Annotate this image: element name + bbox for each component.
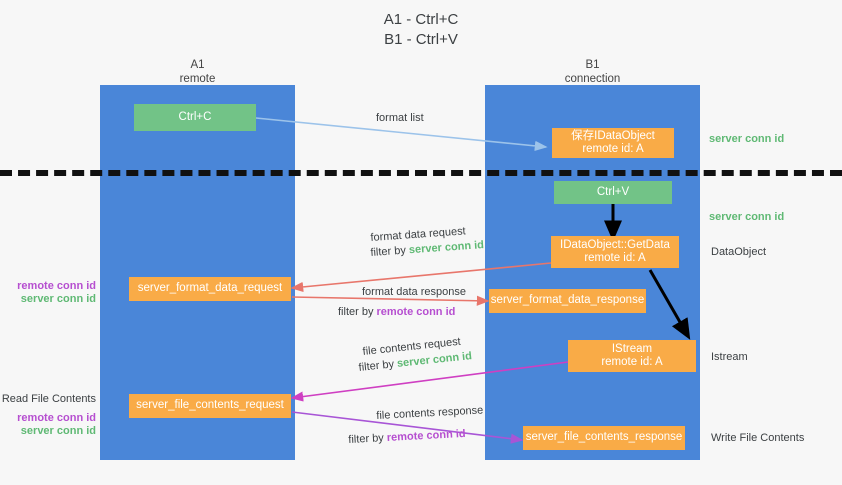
label-format-data-response-filter-prefix: filter by bbox=[338, 306, 377, 318]
box-server-format-data-request[interactable]: server_format_data_request bbox=[129, 277, 291, 301]
lane-a1-sub: remote bbox=[179, 73, 216, 85]
box-istream[interactable]: IStream remote id: A bbox=[568, 340, 696, 372]
label-format-data-response-filter: filter by remote conn id bbox=[338, 305, 455, 319]
box-idataobject-line-2: remote id: A bbox=[582, 143, 644, 155]
label-left-mid-remote-conn-id: remote conn id bbox=[17, 280, 96, 292]
box-server-file-contents-response[interactable]: server_file_contents_response bbox=[523, 426, 685, 450]
label-file-contents-response-filter: filter by remote conn id bbox=[348, 427, 466, 447]
label-right-server-conn-id-top: server conn id bbox=[709, 133, 785, 145]
box-idataobject-line-1: 保存IDataObject bbox=[571, 129, 655, 142]
box-server-format-data-response-label: server_format_data_response bbox=[490, 294, 645, 307]
box-ctrl-v[interactable]: Ctrl+V bbox=[554, 181, 672, 204]
label-file-contents-response-filter-value: remote conn id bbox=[386, 427, 466, 444]
label-right-write-file-contents: Write File Contents bbox=[711, 432, 805, 444]
label-read-file-contents: Read File Contents bbox=[1, 393, 96, 405]
box-istream-line-2: remote id: A bbox=[601, 356, 663, 368]
box-server-format-data-request-label: server_format_data_request bbox=[137, 282, 283, 295]
label-format-list: format list bbox=[376, 112, 424, 124]
lane-b1-name: B1 bbox=[585, 59, 600, 71]
box-server-file-contents-request[interactable]: server_file_contents_request bbox=[129, 394, 291, 418]
box-istream-line-1: IStream bbox=[611, 342, 653, 355]
label-left-low-server-conn-id: server conn id bbox=[20, 425, 96, 437]
box-idataobject[interactable]: 保存IDataObject remote id: A bbox=[552, 128, 674, 158]
box-server-file-contents-response-label: server_file_contents_response bbox=[525, 431, 683, 444]
title-line-1: A1 - Ctrl+C bbox=[383, 11, 459, 28]
box-ctrl-c[interactable]: Ctrl+C bbox=[134, 104, 256, 131]
box-getdata-line-1: IDataObject::GetData bbox=[560, 238, 670, 251]
label-format-data-response: format data response bbox=[362, 286, 466, 298]
title-line-2: B1 - Ctrl+V bbox=[384, 31, 458, 48]
box-getdata[interactable]: IDataObject::GetData remote id: A bbox=[551, 236, 679, 268]
label-right-istream: Istream bbox=[711, 351, 748, 363]
lane-header-b1: B1 connection bbox=[485, 58, 700, 86]
label-format-data-request-filter-prefix: filter by bbox=[370, 244, 410, 259]
box-ctrl-v-label: Ctrl+V bbox=[596, 185, 630, 198]
lane-header-a1: A1 remote bbox=[100, 58, 295, 86]
label-file-contents-request-filter-prefix: filter by bbox=[358, 357, 398, 374]
label-format-data-response-filter-value: remote conn id bbox=[376, 306, 456, 318]
section-divider bbox=[0, 170, 842, 176]
page-title: A1 - Ctrl+C B1 - Ctrl+V bbox=[0, 10, 842, 50]
label-file-contents-response: file contents response bbox=[376, 404, 484, 422]
label-format-data-request-filter-value: server conn id bbox=[408, 239, 485, 257]
lane-a1-name: A1 bbox=[190, 59, 205, 71]
lane-b1-sub: connection bbox=[564, 73, 621, 85]
label-left-low-remote-conn-id: remote conn id bbox=[17, 412, 96, 424]
label-right-server-conn-id-mid: server conn id bbox=[709, 211, 785, 223]
label-left-mid-server-conn-id: server conn id bbox=[20, 293, 96, 305]
box-ctrl-c-label: Ctrl+C bbox=[178, 110, 212, 123]
box-server-format-data-response[interactable]: server_format_data_response bbox=[489, 289, 646, 313]
label-right-dataobject: DataObject bbox=[711, 246, 767, 258]
box-server-file-contents-request-label: server_file_contents_request bbox=[136, 399, 284, 412]
box-getdata-line-2: remote id: A bbox=[584, 252, 646, 264]
label-file-contents-response-filter-prefix: filter by bbox=[348, 431, 388, 446]
